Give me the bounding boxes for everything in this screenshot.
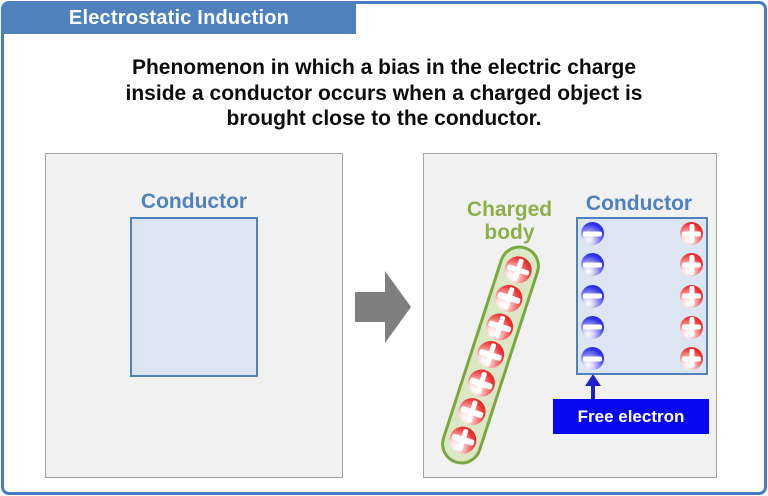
right-arrow-icon [355,271,411,343]
page-title: Electrostatic Induction [68,6,290,29]
positive-charge-icon [680,284,703,308]
description-text: Phenomenon in which a bias in the electr… [0,55,768,132]
positive-charge-icon [473,337,508,372]
negative-charge-column [581,222,604,370]
positive-charge-icon [482,309,517,344]
positive-charge-icon [464,366,499,401]
positive-charge-icon [680,222,703,245]
after-panel: Charged body Conductor Free electron [423,153,717,478]
positive-charge-icon [680,347,703,370]
positive-charge-icon [491,281,526,316]
positive-charge-icon [680,253,703,277]
description-line: inside a conductor occurs when a charged… [125,81,643,105]
negative-charge-icon [581,222,604,245]
negative-charge-icon [581,253,604,277]
charged-body-rod [435,240,546,470]
negative-charge-icon [581,284,604,308]
conductor-rect [576,217,708,375]
positive-charge-icon [445,423,480,458]
free-electron-arrow-icon [585,374,601,386]
conductor-rect [130,217,258,377]
description-line: brought close to the conductor. [226,107,542,130]
free-electron-arrow-line [591,385,595,400]
positive-charge-column [680,222,703,370]
description-line: Phenomenon in which a bias in the electr… [131,56,637,79]
before-panel: Conductor [45,153,343,478]
free-electron-callout: Free electron [553,399,709,434]
conductor-label: Conductor [140,190,248,213]
header-banner: Electrostatic Induction [2,2,356,34]
negative-charge-icon [581,315,604,339]
conductor-label: Conductor [585,192,693,215]
positive-charge-icon [680,315,703,339]
charged-body-label: Charged body [466,198,553,244]
positive-charge-icon [501,252,536,287]
negative-charge-icon [581,347,604,370]
free-electron-label: Free electron [577,406,685,426]
positive-charge-icon [455,394,490,429]
